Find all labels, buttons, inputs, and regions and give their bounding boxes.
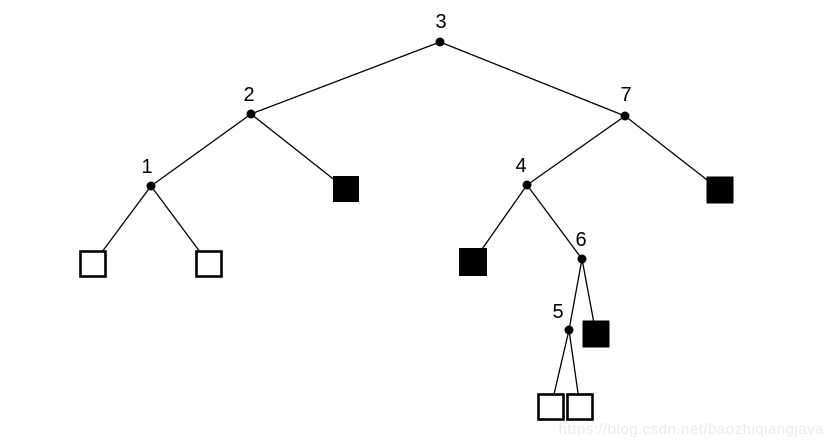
tree-node-label-1: 1 [141, 156, 152, 178]
tree-node-dot-2 [246, 109, 256, 119]
tree-node-dot-7 [620, 111, 630, 121]
tree-node-dot-6 [577, 254, 587, 264]
tree-edge-3-7 [439, 41, 626, 117]
tree-node-dot-5 [564, 325, 574, 335]
watermark: https://blog.csdn.net/baozhiqiangjava [558, 421, 824, 438]
tree-node-label-7: 7 [620, 84, 631, 106]
leaf-filled-square [459, 248, 487, 276]
leaf-filled-square [582, 320, 610, 348]
tree-edge-2-1 [150, 113, 252, 187]
tree-node-label-2: 2 [243, 84, 254, 106]
tree-node-dot-3 [435, 37, 445, 47]
tree-node-dot-1 [146, 181, 156, 191]
tree-edge-6-5 [568, 258, 583, 331]
leaf-filled-square [333, 176, 359, 202]
tree-node-label-6: 6 [575, 229, 586, 251]
tree-edge-3-2 [250, 41, 441, 115]
leaf-open-square [79, 250, 107, 278]
tree-edge-4-6 [526, 184, 583, 260]
tree-edge-2-b1 [250, 113, 347, 190]
leaf-open-square [195, 250, 223, 278]
leaf-open-square [537, 393, 565, 421]
tree-node-label-3: 3 [435, 11, 446, 33]
leaf-open-square [566, 393, 594, 421]
tree-node-label-5: 5 [552, 301, 563, 323]
tree-edge-7-b2 [624, 115, 721, 191]
tree-node-dot-4 [522, 180, 532, 190]
leaf-filled-square [706, 176, 734, 204]
tree-edge-7-4 [526, 115, 626, 186]
tree-node-label-4: 4 [515, 155, 526, 177]
